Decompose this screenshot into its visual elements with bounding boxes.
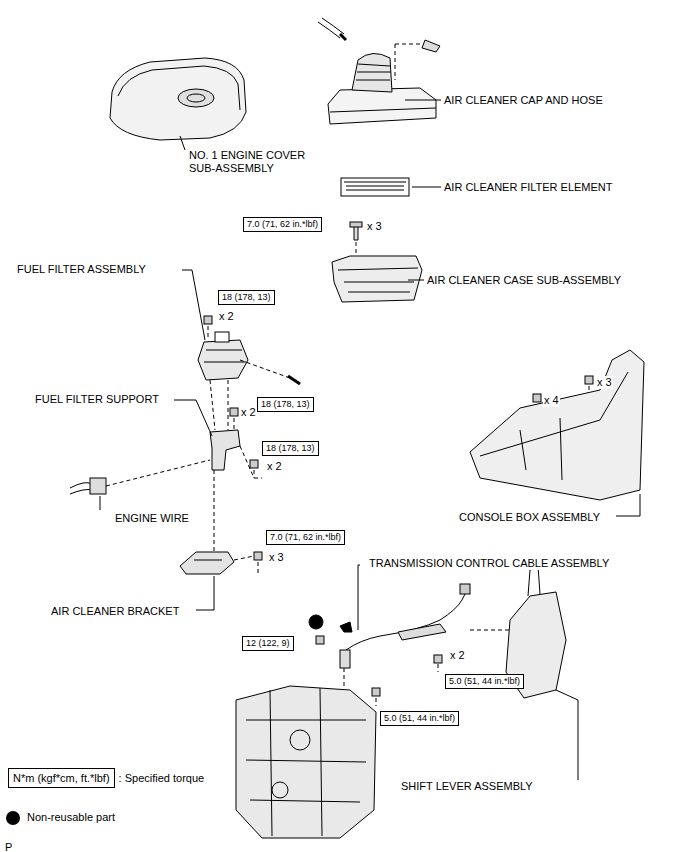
torque-box: 5.0 (51, 44 in.*lbf) bbox=[380, 711, 459, 726]
torque-box: 18 (178, 13) bbox=[262, 441, 319, 456]
quantity: x 4 bbox=[543, 394, 560, 407]
torque-value: 18 (178, 13) bbox=[261, 399, 310, 409]
torque-value: N*m (kgf*cm, ft.*lbf) bbox=[13, 772, 110, 784]
torque-box: 7.0 (71, 62 in.*lbf) bbox=[266, 530, 345, 545]
torque-value: 5.0 (51, 44 in.*lbf) bbox=[384, 713, 455, 723]
part-name: AIR CLEANER BRACKET bbox=[50, 605, 180, 618]
torque-value: 12 (122, 9) bbox=[246, 638, 290, 648]
part-name: NO. 1 ENGINE COVER SUB-ASSEMBLY bbox=[188, 149, 325, 175]
quantity: x 2 bbox=[240, 406, 257, 419]
torque-box: 18 (178, 13) bbox=[257, 397, 314, 412]
torque-legend-box: N*m (kgf*cm, ft.*lbf) bbox=[8, 768, 115, 788]
quantity: x 3 bbox=[268, 551, 285, 564]
torque-value: 7.0 (71, 62 in.*lbf) bbox=[270, 532, 341, 542]
quantity: x 2 bbox=[218, 310, 235, 323]
part-name: ENGINE WIRE bbox=[114, 512, 190, 525]
quantity: x 2 bbox=[266, 460, 283, 473]
legend-text: : Specified torque bbox=[118, 772, 206, 785]
torque-value: 18 (178, 13) bbox=[266, 443, 315, 453]
legend-dot bbox=[6, 811, 20, 825]
part-name: CONSOLE BOX ASSEMBLY bbox=[458, 511, 601, 524]
torque-box: 18 (178, 13) bbox=[218, 290, 275, 305]
torque-value: 18 (178, 13) bbox=[222, 292, 271, 302]
quantity: x 2 bbox=[449, 649, 466, 662]
torque-box: 5.0 (51, 44 in.*lbf) bbox=[445, 674, 524, 689]
part-name: AIR CLEANER CAP AND HOSE bbox=[443, 94, 604, 107]
part-name: AIR CLEANER CASE SUB-ASSEMBLY bbox=[426, 274, 622, 287]
part-name: AIR CLEANER FILTER ELEMENT bbox=[443, 181, 614, 194]
torque-value: 7.0 (71, 62 in.*lbf) bbox=[247, 219, 318, 229]
torque-value: 5.0 (51, 44 in.*lbf) bbox=[449, 676, 520, 686]
torque-box: 12 (122, 9) bbox=[242, 636, 294, 651]
part-name: TRANSMISSION CONTROL CABLE ASSEMBLY bbox=[368, 557, 610, 570]
legend-text: Non-reusable part bbox=[26, 811, 116, 824]
part-name: FUEL FILTER ASSEMBLY bbox=[16, 263, 147, 276]
page-mark: P bbox=[4, 841, 13, 852]
quantity: x 3 bbox=[596, 376, 613, 389]
part-name: FUEL FILTER SUPPORT bbox=[34, 393, 160, 406]
torque-box: 7.0 (71, 62 in.*lbf) bbox=[243, 217, 322, 232]
quantity: x 3 bbox=[366, 220, 383, 233]
part-name: SHIFT LEVER ASSEMBLY bbox=[400, 780, 534, 793]
